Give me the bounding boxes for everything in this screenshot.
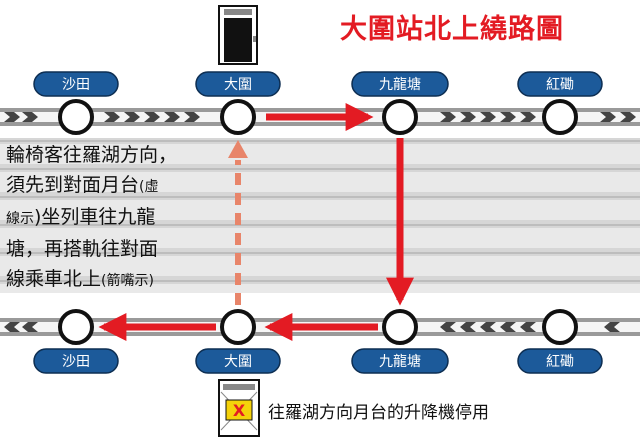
bottom-label-shatin: 沙田 (62, 354, 90, 370)
bottom-pill-hunghom (517, 348, 603, 374)
note-line-4: 塘，再搭軌往對面 (6, 238, 159, 260)
top-node-hunghom (542, 99, 578, 135)
top-node-kowloontong (382, 99, 418, 135)
note-line-2a: 須先到對面月台 (6, 174, 140, 196)
bottom-label-kowloontong: 九龍塘 (379, 353, 421, 370)
bottom-direction-chevrons (4, 322, 620, 332)
top-label-shatin: 沙田 (62, 77, 90, 93)
top-pill-kowloontong (351, 71, 449, 97)
bottom-node-kowloontong (382, 309, 418, 345)
bottom-node-taiwai (220, 309, 256, 345)
top-label-hunghom: 紅磡 (546, 77, 574, 93)
route-dashed-arrowhead (228, 140, 248, 158)
bottom-pill-taiwai (195, 348, 281, 374)
note-line-5b: (箭嘴示) (101, 273, 154, 289)
bottom-station-labels: 沙田 大圍 九龍塘 紅磡 (33, 348, 603, 374)
bottom-station-nodes (58, 309, 578, 345)
note-line-2b: (虛 (139, 179, 159, 195)
top-pill-taiwai (195, 71, 281, 97)
track-band (0, 138, 640, 293)
top-pill-hunghom (517, 71, 603, 97)
note-line-3a: 線示 (6, 211, 34, 227)
bottom-pill-shatin (33, 348, 119, 374)
top-station-nodes (58, 99, 578, 135)
svg-text:X: X (233, 401, 246, 420)
elevator-out-of-service-icon: X (218, 379, 260, 437)
bottom-node-shatin (58, 309, 94, 345)
bottom-pill-kowloontong (351, 348, 449, 374)
top-label-kowloontong: 九龍塘 (379, 76, 421, 93)
top-direction-chevrons (4, 112, 636, 122)
top-node-taiwai (220, 99, 256, 135)
note-line-5a: 線乘車北上 (6, 268, 102, 290)
instruction-note: 輪椅客往羅湖方向， 須先到對面月台(虛 線示)坐列車往九龍 塘，再搭軌往對面 線… (6, 140, 216, 296)
bottom-label-taiwai: 大圍 (224, 354, 252, 370)
top-node-shatin (58, 99, 94, 135)
note-line-1: 輪椅客往羅湖方向， (6, 144, 178, 166)
elevator-out-of-service-caption: 往羅湖方向月台的升降機停用 (268, 403, 489, 423)
elevator-icon (218, 5, 258, 65)
top-station-labels: 沙田 大圍 九龍塘 紅磡 (33, 71, 603, 97)
bottom-label-hunghom: 紅磡 (546, 354, 574, 370)
page-title: 大圍站北上繞路圖 (340, 13, 564, 45)
note-line-3b: )坐列車往九龍 (34, 206, 156, 228)
top-label-taiwai: 大圍 (224, 77, 252, 93)
bottom-node-hunghom (542, 309, 578, 345)
top-pill-shatin (33, 71, 119, 97)
